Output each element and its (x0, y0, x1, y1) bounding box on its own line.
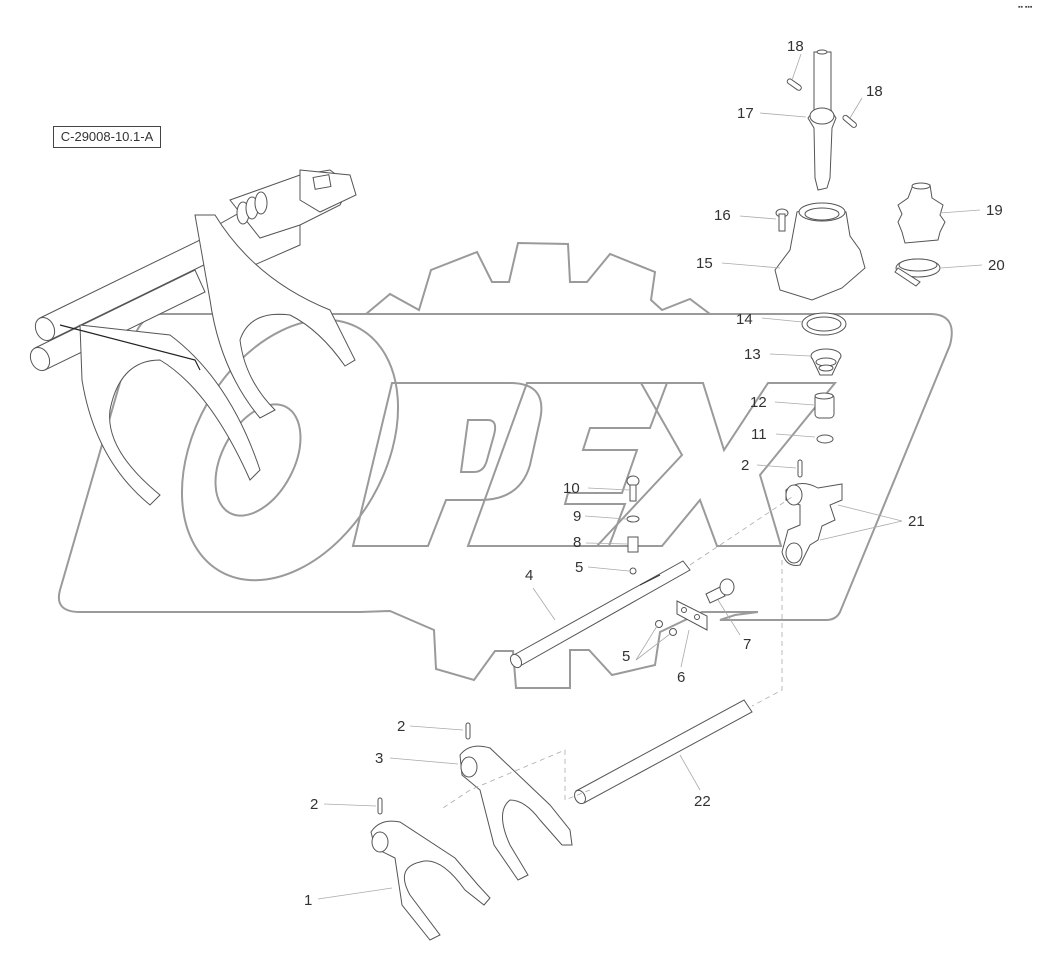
callout-c16: 16 (714, 207, 731, 224)
callout-c20: 20 (988, 257, 1005, 274)
callout-c9: 9 (573, 508, 582, 525)
callout-c14: 14 (736, 311, 753, 328)
callout-c2a: 2 (741, 457, 750, 474)
callout-c2b: 2 (397, 718, 406, 735)
callout-c13: 13 (744, 346, 761, 363)
callout-c15: 15 (696, 255, 713, 272)
reference-code-label: C-29008-10.1-A (53, 126, 161, 148)
callout-c4: 4 (525, 567, 534, 584)
callout-c17: 17 (737, 105, 754, 122)
opex-watermark (58, 241, 953, 689)
callout-c8: 8 (573, 534, 582, 551)
callout-c5b: 5 (622, 648, 631, 665)
callout-c3: 3 (375, 750, 384, 767)
callout-c2c: 2 (310, 796, 319, 813)
callout-c5a: 5 (575, 559, 584, 576)
callout-c7: 7 (743, 636, 752, 653)
callout-c22: 22 (694, 793, 711, 810)
callout-c21: 21 (908, 513, 925, 530)
callout-c10: 10 (563, 480, 580, 497)
corner-mark: ▪▪ ▪▪▪ (1018, 4, 1033, 11)
callout-c11: 11 (751, 426, 767, 443)
callout-c19: 19 (986, 202, 1003, 219)
shift-assembly-illustration (29, 169, 357, 506)
leader-lines (317, 53, 983, 900)
callout-c18a: 18 (787, 38, 804, 55)
callout-c12: 12 (750, 394, 767, 411)
callout-c6: 6 (677, 669, 686, 686)
parts-illustrations (370, 49, 946, 941)
callout-c18b: 18 (866, 83, 883, 100)
callout-c1: 1 (304, 892, 313, 909)
